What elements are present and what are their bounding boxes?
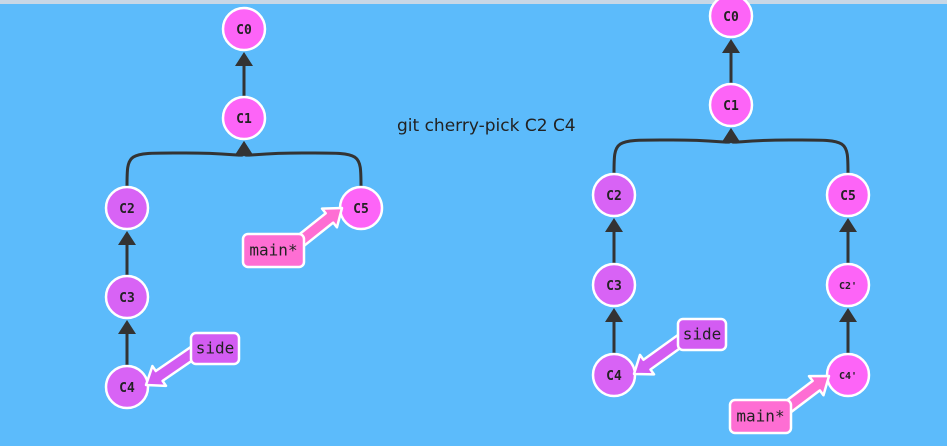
branch-arrow-main [293, 206, 344, 249]
commit-label-c2: C2 [119, 202, 135, 217]
commit-node-after-c0[interactable]: C0 [708, 0, 754, 39]
commit-node-before-c2[interactable]: C2 [104, 185, 150, 231]
commit-label-c5: C5 [840, 189, 856, 204]
commit-label-c5: C5 [353, 202, 369, 217]
edge-c4p-to-c2p-arrowhead [839, 308, 857, 322]
branch-ref-before-side[interactable]: side [144, 331, 241, 388]
after-edges [605, 39, 857, 354]
commit-label-c4: C4 [606, 369, 622, 384]
commit-node-before-c4[interactable]: C4 [104, 364, 150, 410]
commit-circle-c2p [825, 262, 871, 308]
edge-c5-to-c1-arrowhead [235, 141, 253, 155]
commit-label-c2p: C2' [839, 281, 857, 292]
branch-label-main: main* [249, 241, 297, 260]
branch-arrow-side [632, 331, 689, 376]
commit-label-c4: C4 [119, 381, 135, 396]
commit-label-c4p: C4' [839, 371, 857, 382]
commit-node-after-c2[interactable]: C2 [591, 172, 637, 218]
edge-c5-to-c1 [729, 137, 850, 175]
commit-circle-c5 [825, 172, 871, 218]
command-text: git cherry-pick C2 C4 [397, 116, 576, 136]
commit-node-after-c5[interactable]: C5 [825, 172, 871, 218]
commit-label-c3: C3 [606, 279, 622, 294]
commit-circle-c4 [104, 364, 150, 410]
branch-label-side: side [196, 339, 235, 358]
branch-tag-main [241, 232, 306, 269]
commit-circle-c1 [708, 82, 754, 128]
edge-c5-to-c1 [242, 150, 363, 188]
commit-node-before-c3[interactable]: C3 [104, 274, 150, 320]
commit-node-after-c2p[interactable]: C2' [825, 262, 871, 308]
commit-circle-c3 [104, 274, 150, 320]
branch-arrow-main [779, 374, 831, 417]
edge-c2-to-c1 [612, 137, 733, 175]
commit-node-after-c4p[interactable]: C4' [825, 352, 871, 398]
edge-c3-to-c2-arrowhead [118, 231, 136, 245]
commit-label-c0: C0 [236, 23, 252, 38]
commit-label-c0: C0 [723, 10, 739, 25]
commit-circle-c0 [221, 6, 267, 52]
branch-tag-side [189, 331, 241, 366]
commit-circle-c2 [104, 185, 150, 231]
commit-circle-c2 [591, 172, 637, 218]
commit-node-before-c0[interactable]: C0 [221, 6, 267, 52]
edge-c3-to-c2-arrowhead [605, 218, 623, 232]
branch-ref-after-main[interactable]: main* [728, 374, 831, 435]
branch-label-side: side [683, 325, 722, 344]
commit-node-before-c1[interactable]: C1 [221, 95, 267, 141]
commit-circle-c1 [221, 95, 267, 141]
edge-c5-to-c1-arrowhead [722, 128, 740, 142]
commit-label-c2: C2 [606, 189, 622, 204]
commit-circle-c0 [708, 0, 754, 39]
commit-label-c1: C1 [723, 99, 739, 114]
commit-label-c1: C1 [236, 112, 252, 127]
edge-c4-to-c3-arrowhead [118, 320, 136, 334]
edge-c2p-to-c5-arrowhead [839, 218, 857, 232]
branch-ref-after-side[interactable]: side [632, 317, 728, 376]
commit-node-before-c5[interactable]: C5 [338, 185, 384, 231]
commit-node-after-c3[interactable]: C3 [591, 262, 637, 308]
edge-c1-to-c0-arrowhead [235, 52, 253, 66]
commit-circle-c3 [591, 262, 637, 308]
branch-ref-before-main[interactable]: main* [241, 206, 344, 269]
branch-tag-side [676, 317, 728, 352]
commit-node-after-c1[interactable]: C1 [708, 82, 754, 128]
commit-label-c3: C3 [119, 291, 135, 306]
branch-label-main: main* [736, 407, 784, 426]
edge-c4-to-c3-arrowhead [605, 308, 623, 322]
commit-node-after-c4[interactable]: C4 [591, 352, 637, 398]
edge-c2-to-c1 [125, 150, 246, 188]
top-border [0, 0, 947, 4]
edge-c1-to-c0-arrowhead [722, 39, 740, 53]
branch-arrow-side [144, 343, 202, 388]
before-edges [118, 52, 363, 366]
branch-tag-main [728, 398, 793, 435]
